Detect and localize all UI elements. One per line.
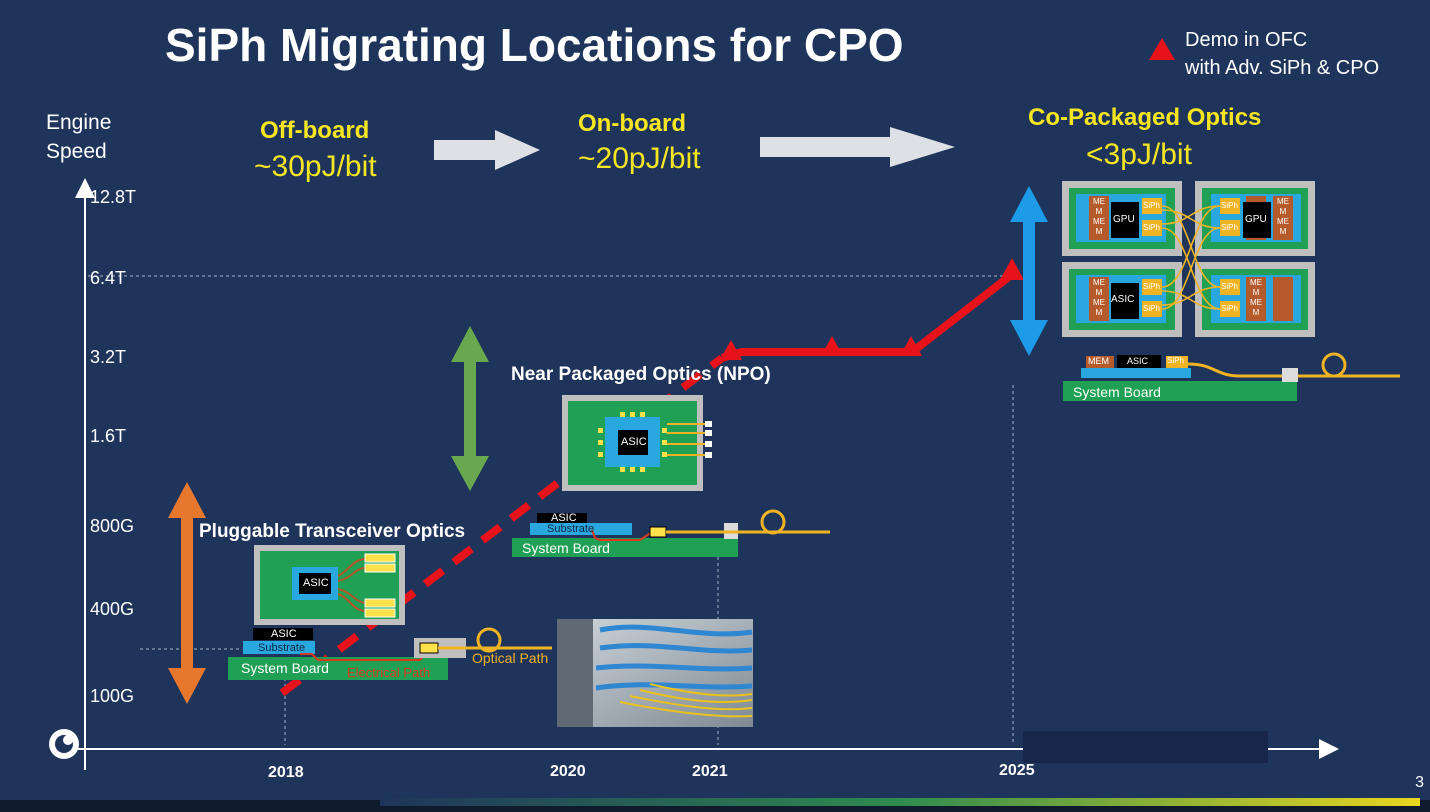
stage-off-board-name: Off-board xyxy=(260,117,369,145)
pluggable-substrate-label: Substrate xyxy=(258,642,305,654)
cpo-mem-label: ME M ME M xyxy=(1091,197,1107,237)
cpo-siph-label: SiPh xyxy=(1221,223,1238,232)
y-tick-label: 6.4T xyxy=(90,268,126,289)
pluggable-title: Pluggable Transceiver Optics xyxy=(199,521,465,543)
stage-off-board-energy: ~30pJ/bit xyxy=(254,150,377,184)
cpo-stack-siph-label: SiPh xyxy=(1167,356,1184,365)
slide-title: SiPh Migrating Locations for CPO xyxy=(165,18,904,72)
npo-asic-label: ASIC xyxy=(621,436,647,448)
legend-line-2: with Adv. SiPh & CPO xyxy=(1185,54,1379,82)
y-tick-label: 800G xyxy=(90,516,134,537)
cpo-siph-label: SiPh xyxy=(1143,304,1160,313)
cpo-siph-label: SiPh xyxy=(1143,223,1160,232)
pluggable-top-asic-label: ASIC xyxy=(271,628,297,640)
cpo-mem-label: ME M ME M xyxy=(1275,197,1291,237)
stage-on-board-energy: ~20pJ/bit xyxy=(578,142,701,176)
cpo-mem-label: ME M ME M xyxy=(1091,278,1107,318)
x-tick-label: 2021 xyxy=(692,763,728,781)
cpo-board-label: System Board xyxy=(1073,384,1161,400)
footer-gradient xyxy=(380,798,1420,806)
cpo-stack-asic-label: ASIC xyxy=(1127,356,1148,366)
red-triangle-icon xyxy=(1000,258,1024,280)
stage-cpo-name: Co-Packaged Optics xyxy=(1028,104,1261,132)
y-tick-label: 12.8T xyxy=(90,187,136,208)
green-double-arrow xyxy=(451,326,489,491)
x-tick-label: 2018 xyxy=(268,764,304,782)
optical-path-label: Optical Path xyxy=(472,650,548,666)
cpo-siph-label: SiPh xyxy=(1143,282,1160,291)
y-tick-label: 1.6T xyxy=(90,426,126,447)
red-triangle-icon xyxy=(821,336,843,356)
npo-title: Near Packaged Optics (NPO) xyxy=(511,364,771,386)
legend-line-1: Demo in OFC xyxy=(1185,26,1379,54)
company-logo xyxy=(49,729,79,759)
y-tick-label: 100G xyxy=(90,686,134,707)
npo-substrate-label: Substrate xyxy=(547,523,594,535)
electrical-path-label: Electrical Path xyxy=(347,665,430,680)
stage-on-board-name: On-board xyxy=(578,110,686,138)
cpo-siph-label: SiPh xyxy=(1221,282,1238,291)
dark-panel xyxy=(1023,731,1268,763)
y-tick-label: 400G xyxy=(90,599,134,620)
y-axis-title: Engine Speed xyxy=(46,108,111,166)
server-rack-photo xyxy=(557,619,753,727)
cpo-siph-label: SiPh xyxy=(1143,201,1160,210)
legend-text: Demo in OFC with Adv. SiPh & CPO xyxy=(1185,26,1379,82)
trend-solid-line xyxy=(722,276,1010,358)
page-number: 3 xyxy=(1415,774,1424,792)
cpo-gpu-label: GPU xyxy=(1113,214,1135,225)
x-tick-label: 2025 xyxy=(999,762,1035,780)
legend-red-triangle-icon xyxy=(1149,38,1175,60)
cpo-gpu-label: GPU xyxy=(1245,214,1267,225)
stage-cpo-energy: <3pJ/bit xyxy=(1086,138,1192,172)
cpo-siph-label: SiPh xyxy=(1221,304,1238,313)
transition-arrow-1 xyxy=(434,130,540,170)
cpo-mem-label: ME M ME M xyxy=(1248,278,1264,318)
x-tick-label: 2020 xyxy=(550,763,586,781)
npo-board-label: System Board xyxy=(522,540,610,556)
cpo-stack-mem-label: MEM xyxy=(1088,356,1109,366)
y-axis-title-line-1: Engine xyxy=(46,108,111,137)
cpo-asic-label: ASIC xyxy=(1111,294,1134,305)
pluggable-asic-label: ASIC xyxy=(303,577,329,589)
y-axis-title-line-2: Speed xyxy=(46,137,111,166)
transition-arrow-2 xyxy=(760,127,955,167)
cpo-siph-label: SiPh xyxy=(1221,201,1238,210)
orange-double-arrow xyxy=(168,482,206,704)
pluggable-board-label: System Board xyxy=(241,660,329,676)
y-tick-label: 3.2T xyxy=(90,347,126,368)
